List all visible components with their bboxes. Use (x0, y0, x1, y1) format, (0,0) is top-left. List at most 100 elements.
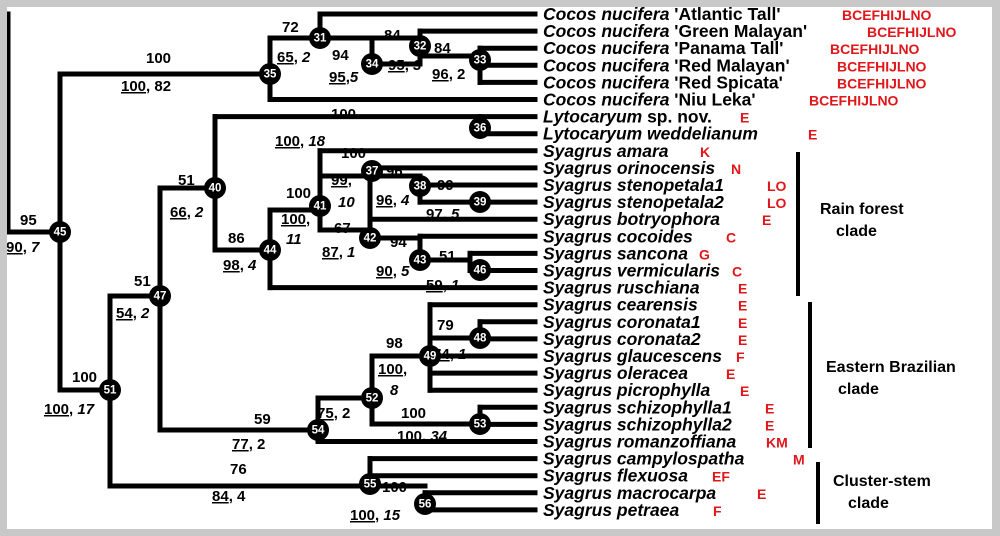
taxon-name: Syagrus oleracea (543, 363, 688, 383)
node-marker: 52 (361, 387, 383, 409)
support-part: , (339, 244, 347, 261)
taxon-name: Cocos nucifera 'Atlantic Tall' (543, 4, 781, 24)
clade-name: Cluster-stem (833, 473, 931, 490)
taxon-name: Cocos nucifera 'Green Malayan' (543, 21, 807, 41)
taxon-cultivar: 'Panama Tall' (669, 38, 783, 58)
node-circle (307, 419, 329, 441)
support-part: , (405, 57, 413, 74)
support-part: 94 (390, 234, 407, 251)
taxon-name: Syagrus sancona (543, 243, 688, 263)
taxon-name: Syagrus campylospatha (543, 449, 745, 469)
support-part: , (187, 204, 195, 221)
support-part: 98 (386, 335, 403, 352)
support-part: 100 (72, 369, 97, 386)
support-part: 51 (439, 248, 456, 265)
support-part: 95 (20, 212, 37, 229)
taxon-binomial: Syagrus cearensis (543, 295, 698, 315)
bootstrap-value: 98 (223, 257, 240, 274)
support-value: 95,5 (329, 69, 359, 86)
taxon-name: Cocos nucifera 'Red Spicata' (543, 72, 783, 92)
support-value: 100, 82 (121, 78, 171, 95)
distribution-codes: BCEFHIJLNO (842, 7, 932, 23)
node-circle (49, 221, 71, 243)
taxon-name: Syagrus flexuosa (543, 466, 688, 486)
distribution-codes: C (726, 229, 736, 245)
decay-index: 15 (383, 507, 400, 524)
distribution-codes: E (740, 383, 749, 399)
node-marker: 49 (419, 345, 441, 367)
taxon-binomial: Cocos nucifera (543, 4, 670, 24)
node-circle (361, 387, 383, 409)
node-marker: 36 (469, 117, 491, 139)
support-part: 67 (334, 220, 351, 237)
node-marker: 31 (309, 27, 331, 49)
node-marker: 45 (49, 221, 71, 243)
taxon-label: Cocos nucifera 'Panama Tall'BCEFHIJLNO (543, 38, 920, 58)
decay-index: 1 (451, 277, 459, 294)
distribution-codes: E (762, 212, 771, 228)
support-value: 100 (401, 405, 426, 422)
distribution-codes: E (740, 110, 749, 126)
support-value: 96 (386, 163, 403, 180)
bootstrap-value: 77 (232, 436, 249, 453)
taxon-label: Cocos nucifera 'Atlantic Tall' BCEFHIJLNO (543, 4, 932, 24)
support-part: , 2 (449, 66, 466, 83)
node-circle (204, 177, 226, 199)
support-value: 90, 7 (6, 239, 40, 256)
support-value: 77, 2 (232, 436, 265, 453)
taxon-binomial: Cocos nucifera (543, 72, 670, 92)
distribution-codes: E (738, 281, 747, 297)
taxon-name: Cocos nucifera 'Red Malayan' (543, 55, 790, 75)
node-number: 54 (312, 425, 325, 437)
taxon-label: Syagrus oleracea E (543, 363, 735, 383)
node-number: 40 (209, 183, 222, 195)
decay-index: 1 (458, 346, 466, 363)
bootstrap-value: 100 (397, 428, 422, 445)
support-value: 95 (20, 212, 37, 229)
taxon-binomial: Syagrus romanzoffiana (543, 432, 736, 452)
distribution-codes: BCEFHIJLNO (809, 93, 899, 109)
support-value: 79 (437, 317, 454, 334)
node-circle (409, 175, 431, 197)
node-number: 45 (54, 227, 67, 239)
distribution-codes: E (765, 400, 774, 416)
taxon-binomial: Syagrus botryophora (543, 209, 720, 229)
support-value: 100 (286, 185, 311, 202)
decay-index: 34 (430, 428, 447, 445)
support-value: 100, 34 (397, 428, 448, 445)
support-part: , 2 (249, 436, 266, 453)
node-circle (149, 285, 171, 307)
taxon-cultivar: 'Atlantic Tall' (669, 4, 780, 24)
taxon-cultivar: sp. nov. (642, 107, 712, 127)
support-part: 100 (382, 479, 407, 496)
node-number: 32 (414, 41, 427, 53)
decay-index: 2 (140, 305, 150, 322)
support-value: 51 (439, 248, 456, 265)
decay-index: 10 (338, 194, 355, 211)
bootstrap-value: 65 (277, 49, 294, 66)
taxon-binomial: Syagrus amara (543, 141, 669, 161)
bootstrap-value: 100 (350, 507, 375, 524)
support-value: 97, 5 (426, 206, 460, 223)
distribution-codes: E (726, 366, 735, 382)
node-circle (309, 27, 331, 49)
taxon-binomial: Syagrus glaucescens (543, 346, 722, 366)
node-number: 31 (314, 33, 327, 45)
node-circle (409, 249, 431, 271)
decay-index: 4 (400, 192, 410, 209)
support-value: 11 (286, 231, 302, 248)
decay-index: 7 (31, 239, 40, 256)
support-part: , 82 (146, 78, 171, 95)
clade-name: Eastern Brazilian (826, 359, 956, 376)
support-part: , (443, 277, 451, 294)
node-circle (259, 239, 281, 261)
taxon-binomial: Lytocaryum (543, 107, 642, 127)
distribution-codes: BCEFHIJLNO (837, 58, 927, 74)
taxon-name: Syagrus vermicularis (543, 261, 720, 281)
node-number: 49 (424, 351, 437, 363)
